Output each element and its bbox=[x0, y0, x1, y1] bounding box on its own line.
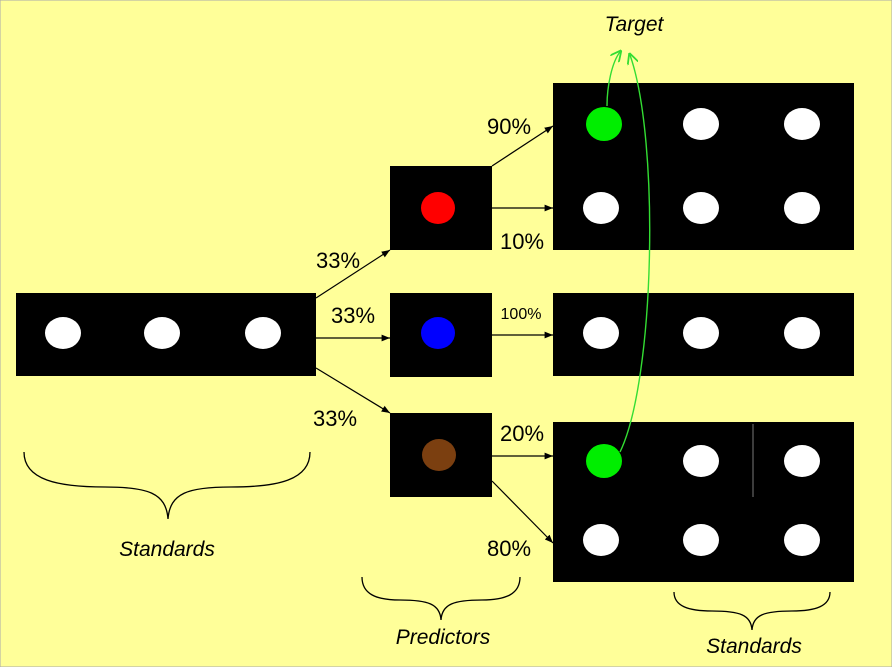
brown-predictor-stimulus bbox=[422, 439, 456, 471]
standards-right-label: Standards bbox=[706, 635, 802, 658]
arrow-red-to-target bbox=[491, 125, 554, 167]
left-standards-sequence bbox=[16, 293, 316, 376]
prob-to-red: 33% bbox=[316, 248, 360, 273]
prob-brown-to-standard: 80% bbox=[487, 536, 531, 561]
brace-left-standards bbox=[23, 451, 311, 520]
standard-stimulus bbox=[683, 445, 719, 477]
arrow-to-red bbox=[315, 249, 391, 299]
standard-stimulus bbox=[784, 445, 820, 477]
target-label: Target bbox=[605, 13, 665, 36]
predictor-blue bbox=[390, 293, 492, 377]
standard-stimulus bbox=[245, 317, 281, 349]
standard-stimulus bbox=[784, 108, 820, 140]
prob-red-to-standard: 10% bbox=[500, 229, 544, 254]
predictors-label: Predictors bbox=[396, 626, 491, 649]
standard-stimulus bbox=[45, 317, 81, 349]
standard-stimulus bbox=[784, 524, 820, 556]
target-stimulus bbox=[586, 444, 622, 478]
target-stimulus bbox=[586, 107, 622, 141]
predictor-red bbox=[390, 166, 492, 250]
red-predictor-stimulus bbox=[421, 192, 455, 224]
arrow-brown-to-standard bbox=[491, 480, 554, 544]
target-arcs bbox=[606, 52, 651, 453]
prob-to-blue: 33% bbox=[331, 303, 375, 328]
arrow-to-brown bbox=[315, 367, 391, 414]
standard-stimulus bbox=[583, 192, 619, 224]
target-arc-bottom bbox=[619, 55, 651, 453]
standard-stimulus bbox=[583, 317, 619, 349]
red-standard-sequence bbox=[553, 166, 854, 250]
standard-stimulus bbox=[683, 192, 719, 224]
standard-stimulus bbox=[583, 524, 619, 556]
predictor-brown bbox=[390, 413, 492, 497]
transition-arrows bbox=[315, 125, 554, 544]
blue-predictor-stimulus bbox=[421, 317, 455, 349]
braces bbox=[23, 451, 831, 631]
brace-predictors bbox=[361, 576, 521, 621]
standard-stimulus bbox=[683, 108, 719, 140]
standard-stimulus bbox=[144, 317, 180, 349]
prob-blue-to-standard: 100% bbox=[501, 306, 542, 323]
blue-standard-sequence bbox=[553, 293, 854, 376]
prob-to-brown: 33% bbox=[313, 406, 357, 431]
standard-stimulus bbox=[784, 317, 820, 349]
target-arc-top bbox=[606, 52, 620, 107]
standard-stimulus bbox=[683, 524, 719, 556]
brown-sequences bbox=[553, 422, 854, 582]
red-target-sequence bbox=[553, 83, 854, 166]
brace-right-standards bbox=[673, 591, 831, 631]
standard-stimulus bbox=[784, 192, 820, 224]
standard-stimulus bbox=[683, 317, 719, 349]
standards-left-label: Standards bbox=[119, 538, 215, 561]
prob-red-to-target: 90% bbox=[487, 114, 531, 139]
prob-brown-to-target: 20% bbox=[500, 421, 544, 446]
